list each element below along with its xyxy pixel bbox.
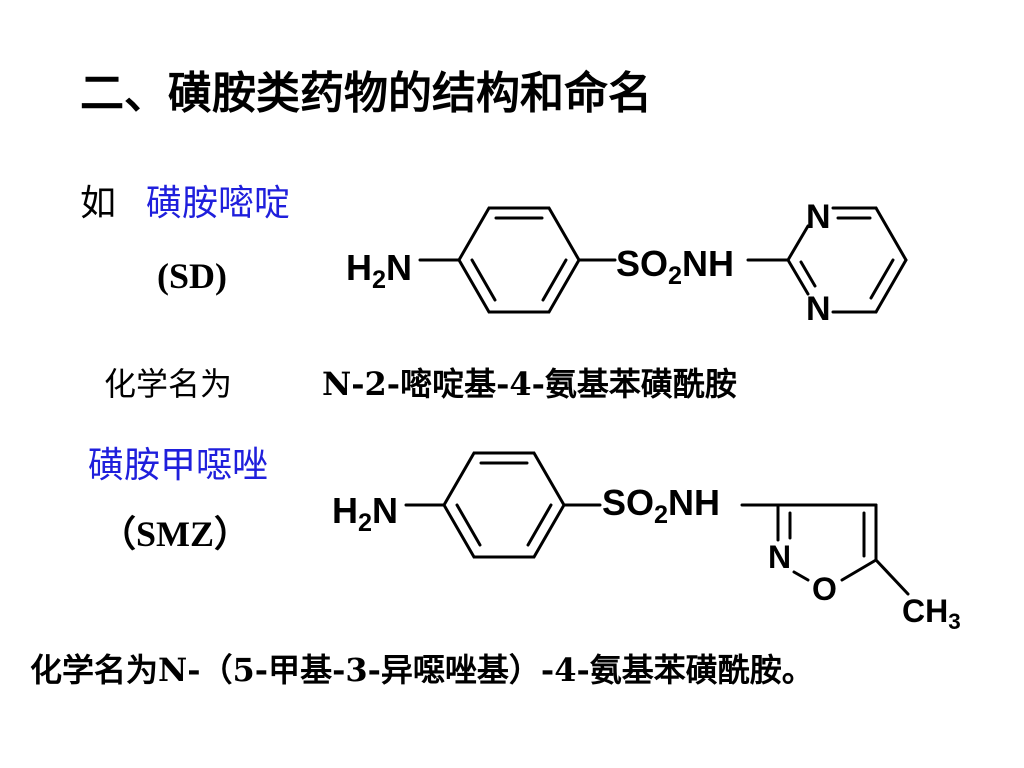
sd-prefix: 如 (80, 183, 117, 224)
smz-benzene-ring (442, 451, 566, 559)
smz-methyl-bond (874, 558, 910, 596)
sd-benzene-double-bond (470, 258, 497, 302)
sd-benzene-ring (457, 206, 581, 314)
sd-pyrimidine-double-bond (869, 258, 895, 300)
sd-pyrimidine-double-bond (799, 260, 817, 288)
smz-chem-name: 化学名为N-（5-甲基-3-异噁唑基）-4-氨基苯磺酰胺。 (30, 651, 814, 689)
smz-amine-label: H2N (332, 490, 398, 537)
smz-methyl-label: CH3 (902, 593, 961, 634)
slide-title: 二、磺胺类药物的结构和命名 (80, 68, 652, 119)
smz-sulfonamide-label: SO2NH (602, 482, 720, 529)
smz-benzene-double-bond (455, 503, 482, 547)
smz-benzene-double-bond (526, 503, 553, 547)
sd-pyrimidine-bond (874, 206, 908, 262)
smz-isoxazole-bond (840, 558, 878, 582)
sd-abbr: (SD) (157, 256, 227, 296)
sd-chem-name: N-2-嘧啶基-4-氨基苯磺酰胺 (322, 365, 737, 403)
sd-sulfonamide-label: SO2NH (616, 243, 734, 290)
smz-isoxazole-bond (792, 570, 810, 582)
sd-name: 磺胺嘧啶 (146, 183, 291, 224)
sd-chem-label: 化学名为 (104, 365, 233, 403)
sd-ring-n-top: N (806, 198, 831, 236)
sd-amine-label: H2N (346, 247, 412, 294)
sd-pyrimidine-bond (786, 224, 810, 262)
sd-pyrimidine-bond (786, 258, 810, 296)
sd-ring-n-bottom: N (806, 290, 831, 328)
smz-ring-o: O (812, 571, 837, 607)
smz-abbr: （SMZ） (100, 514, 251, 554)
smz-name: 磺胺甲噁唑 (88, 445, 269, 486)
sd-benzene-double-bond (541, 258, 568, 302)
sd-pyrimidine-bond (874, 258, 908, 314)
smz-ring-n: N (768, 539, 791, 575)
